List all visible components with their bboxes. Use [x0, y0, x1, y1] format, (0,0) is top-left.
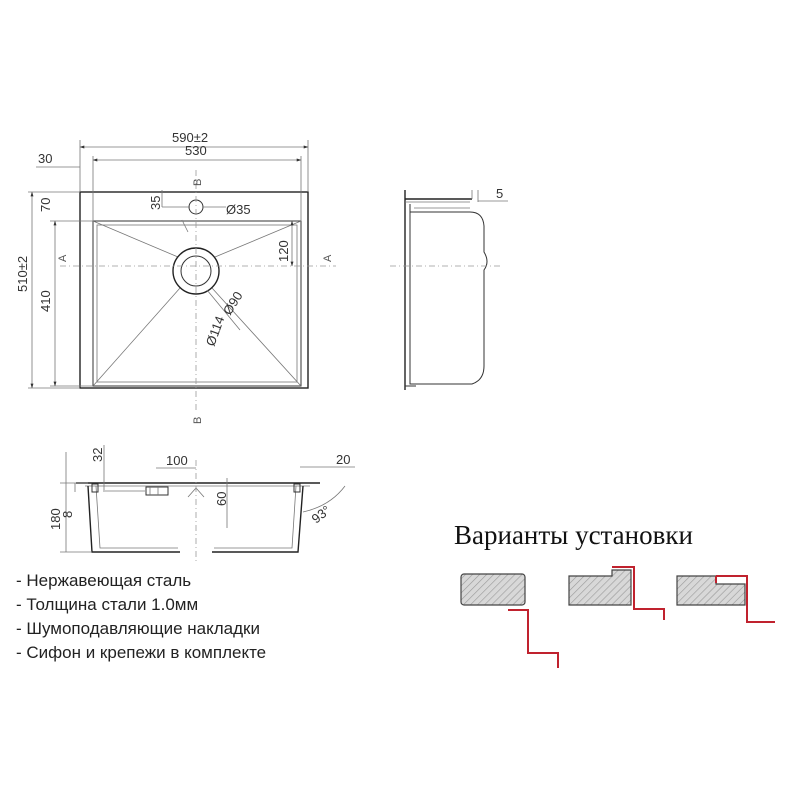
section-a-left: A — [57, 254, 69, 262]
top-view: 590±2 530 30 510±2 410 70 35 Ø35 Ø90 Ø11… — [15, 130, 336, 424]
dim-flange-thickness: 5 — [496, 186, 503, 201]
dim-lip: 8 — [60, 511, 75, 518]
installation-variants: Варианты установки — [454, 520, 775, 668]
section-a-right: A — [322, 254, 334, 262]
installation-title: Варианты установки — [454, 520, 693, 550]
side-view: 5 — [390, 186, 508, 390]
dim-overall-depth: 510±2 — [15, 256, 30, 292]
dim-height: 180 — [48, 508, 63, 530]
section-view: 180 8 32 100 60 20 93° — [48, 445, 355, 562]
section-b-bottom: B — [192, 417, 204, 424]
sink-bowl — [92, 220, 302, 387]
dim-inner-depth: 410 — [38, 290, 53, 312]
dim-flange: 30 — [38, 151, 52, 166]
drain-inner-circle — [180, 255, 212, 287]
dim-rim: 32 — [90, 448, 105, 462]
sink-outer-rim — [79, 191, 309, 389]
dim-angle: 93° — [309, 502, 334, 526]
feature-item: - Сифон и крепежи в комплекте — [16, 643, 266, 662]
dim-inner-width: 530 — [185, 143, 207, 158]
feature-item: - Толщина стали 1.0мм — [16, 595, 198, 614]
variant-flush — [568, 566, 665, 620]
dim-overall-width: 590±2 — [172, 130, 208, 145]
variant-undermount — [460, 573, 559, 668]
section-b-top: B — [192, 179, 204, 186]
dim-drain-outer: Ø114 — [203, 314, 228, 348]
dim-tap-hole-offset: 35 — [148, 196, 163, 210]
dim-tap-hole: Ø35 — [226, 202, 251, 217]
variant-topmount — [676, 575, 775, 623]
dim-overflow: 100 — [166, 453, 188, 468]
dim-top-margin: 70 — [38, 198, 53, 212]
feature-item: - Нержавеющая сталь — [16, 571, 191, 590]
dim-edge: 20 — [336, 452, 350, 467]
dim-drain-offset: 120 — [276, 240, 291, 262]
features-list: - Нержавеющая сталь - Толщина стали 1.0м… — [16, 571, 266, 662]
feature-item: - Шумоподавляющие накладки — [16, 619, 260, 638]
dim-drain-height: 60 — [214, 492, 229, 506]
dim-drain-inner: Ø90 — [220, 289, 246, 318]
